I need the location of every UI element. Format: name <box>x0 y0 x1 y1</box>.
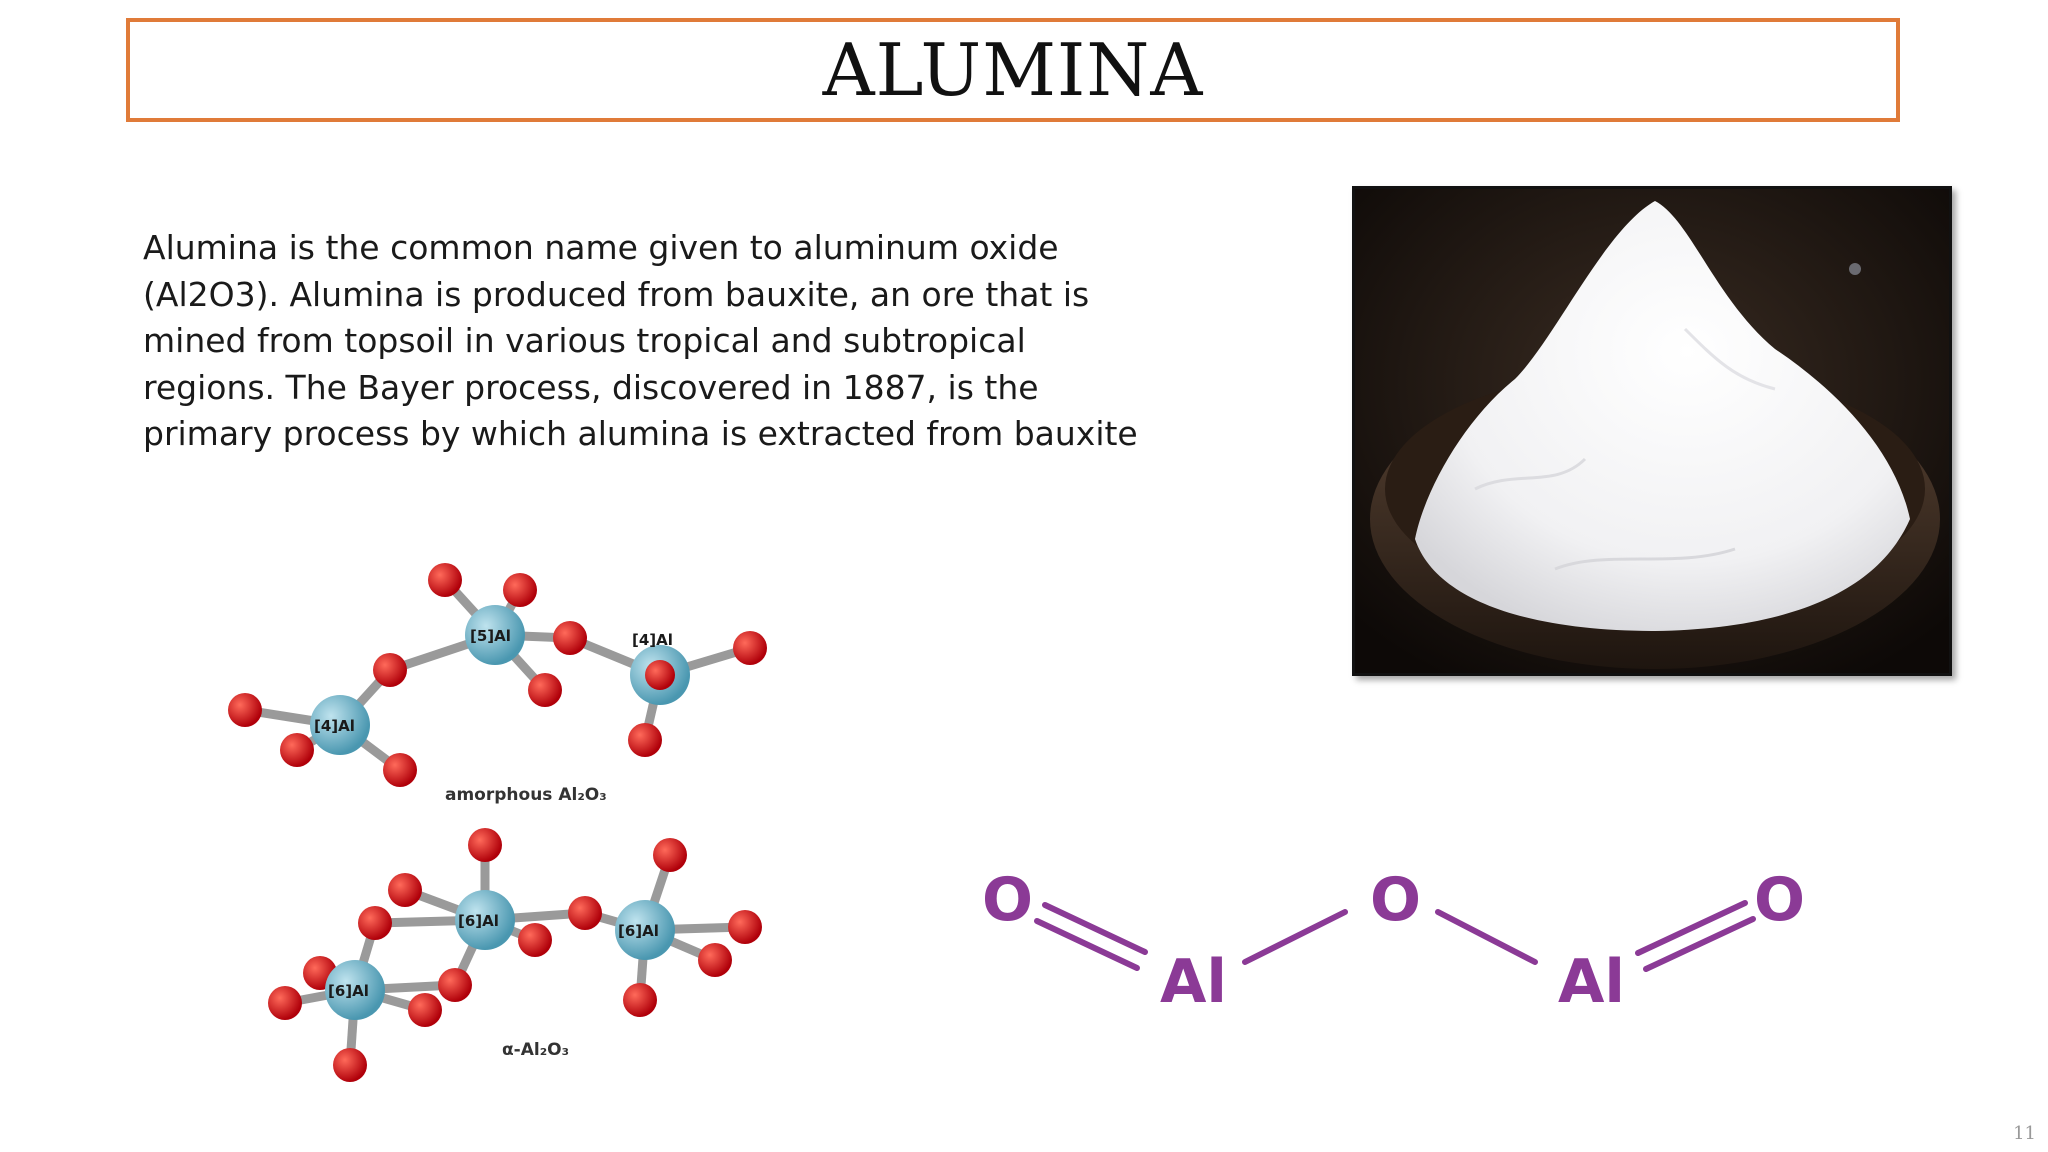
oxygen-atom <box>373 653 407 687</box>
slide-title: ALUMINA <box>822 28 1204 112</box>
page-number: 11 <box>2013 1123 2036 1144</box>
al-label: [4]Al <box>632 631 673 649</box>
oxygen-atom <box>528 673 562 707</box>
oxygen-atom <box>358 906 392 940</box>
oxygen-atom <box>468 828 502 862</box>
formula-bonds <box>1034 900 1756 972</box>
alpha-caption: α-Al₂O₃ <box>502 1040 569 1060</box>
oxygen-atom <box>568 896 602 930</box>
oxygen-atom <box>408 993 442 1027</box>
oxygen-atom <box>333 1048 367 1082</box>
formula-atom-o: O <box>1754 865 1805 935</box>
oxygen-atom <box>518 923 552 957</box>
aluminum-atom <box>455 890 515 950</box>
aluminum-atom <box>310 695 370 755</box>
formula-atom-al: Al <box>1160 947 1227 1017</box>
oxygen-atom <box>628 723 662 757</box>
alumina-powder-photo <box>1352 186 1952 676</box>
oxygen-atom <box>280 733 314 767</box>
al-label: [6]Al <box>328 982 369 1000</box>
oxygen-atom <box>623 983 657 1017</box>
oxygen-atom <box>698 943 732 977</box>
oxygen-atom <box>228 693 262 727</box>
al-label: [6]Al <box>458 912 499 930</box>
al-label: [4]Al <box>314 717 355 735</box>
oxygen-atom <box>553 621 587 655</box>
oxygen-atom <box>438 968 472 1002</box>
formula-atom-al: Al <box>1558 947 1625 1017</box>
oxygen-atom <box>733 631 767 665</box>
alpha-bonds <box>284 845 746 1066</box>
amorphous-oxygen-atoms <box>228 563 767 787</box>
aluminum-atom <box>325 960 385 1020</box>
aluminum-atom <box>615 900 675 960</box>
oxygen-atom <box>653 838 687 872</box>
oxygen-atom <box>645 660 675 690</box>
amorphous-caption: amorphous Al₂O₃ <box>445 785 607 805</box>
oxygen-atom <box>503 573 537 607</box>
formula-atom-o: O <box>982 865 1033 935</box>
powder-bowl-illustration <box>1355 189 1949 673</box>
alumina-molecular-models: [5]Al [4]Al [4]Al amorphous Al₂O₃ <box>228 563 767 1082</box>
alumina-structural-formula: O Al O Al O <box>982 865 1805 1017</box>
al-label: [5]Al <box>470 627 511 645</box>
title-box: ALUMINA <box>126 18 1900 122</box>
oxygen-atom <box>388 873 422 907</box>
oxygen-atom <box>728 910 762 944</box>
formula-atom-o: O <box>1370 865 1421 935</box>
aluminum-atom <box>465 605 525 665</box>
al-label: [6]Al <box>618 922 659 940</box>
oxygen-atom <box>383 753 417 787</box>
oxygen-atom <box>428 563 462 597</box>
body-paragraph: Alumina is the common name given to alum… <box>143 228 1138 453</box>
oxygen-atom <box>268 986 302 1020</box>
